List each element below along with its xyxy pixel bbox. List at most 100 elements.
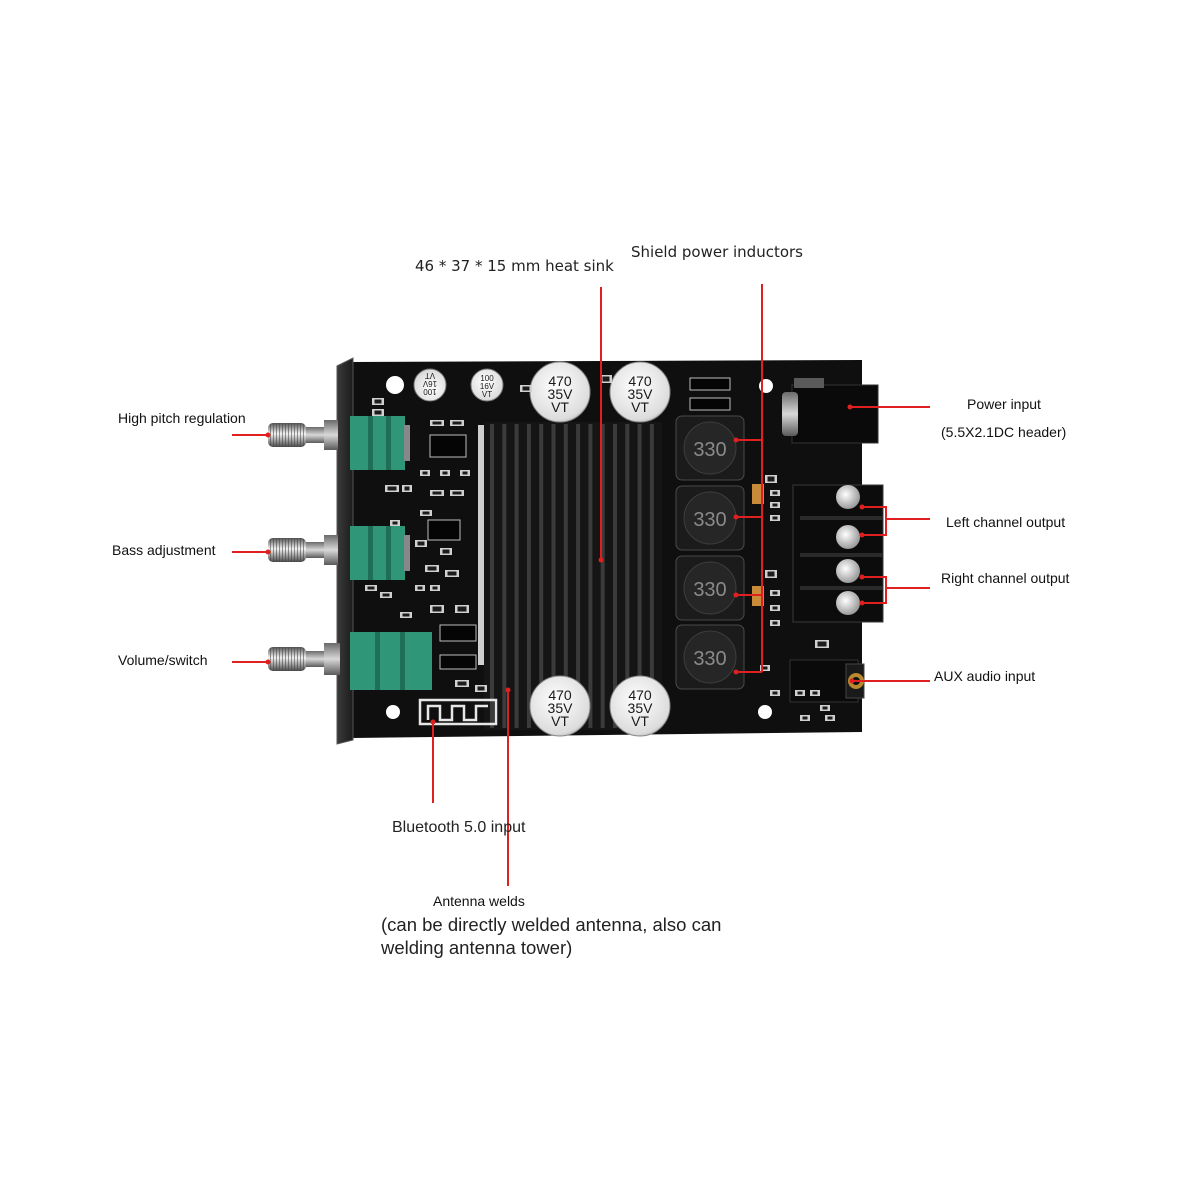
potentiometer-pins <box>404 425 410 461</box>
labels: 46 * 37 * 15 mm heat sink Shield power i… <box>112 243 1070 958</box>
smd-component-body <box>417 586 423 590</box>
heat-sink-fin <box>625 424 630 728</box>
capacitor-large-voltage: 35V <box>628 386 654 402</box>
bass-label: Bass adjustment <box>112 542 216 558</box>
pointer-dot <box>598 557 604 563</box>
knob-nut <box>324 643 340 675</box>
inductor: 330 <box>675 555 745 621</box>
pointer-dot <box>733 592 739 598</box>
ic-chip <box>429 434 467 458</box>
left-channel-label: Left channel output <box>946 514 1065 530</box>
smd-component-body <box>422 471 428 475</box>
knob-nut <box>324 420 338 450</box>
smd-component-body <box>367 586 375 590</box>
heat-sink-fin <box>649 424 654 728</box>
speaker-terminal-block <box>792 484 884 623</box>
mounting-hole <box>758 705 772 719</box>
potentiometer-volume <box>350 632 432 690</box>
smd-component-body <box>447 571 457 576</box>
inductor: 330 <box>675 415 745 481</box>
smd-component-body <box>452 421 462 425</box>
potentiometer-stripe <box>375 632 380 690</box>
knob-shaft <box>306 542 326 558</box>
potentiometer-stripe <box>400 632 405 690</box>
heat-sink-fin <box>613 424 617 728</box>
smd-component-body <box>442 471 448 475</box>
inductor: 330 <box>675 624 745 690</box>
smd-component-body <box>817 641 827 647</box>
bluetooth-antenna-trace <box>418 698 498 726</box>
smd-component-body <box>432 421 442 425</box>
smd-component-body <box>452 491 462 495</box>
smd-component-body <box>442 549 450 554</box>
pointer-dot <box>849 678 855 684</box>
dc-power-jack <box>782 378 879 444</box>
potentiometer-stripe <box>368 416 373 470</box>
inductors-label: Shield power inductors <box>631 243 803 261</box>
heat-sink-fin <box>637 424 642 728</box>
terminal-divider <box>800 516 883 520</box>
right-channel-bracket <box>862 576 930 604</box>
smd-component-body <box>477 686 485 691</box>
volume-label: Volume/switch <box>118 652 207 668</box>
smd-component-body <box>797 691 803 695</box>
capacitor-large-brand: VT <box>631 399 649 415</box>
pointer-dot <box>505 687 511 693</box>
smd-component-body <box>374 410 382 415</box>
smd-component-body <box>422 511 430 515</box>
capacitor-large-body <box>529 675 591 737</box>
smd-component-body <box>404 486 410 491</box>
potentiometer-treble <box>350 416 410 470</box>
ic-chip <box>689 377 731 391</box>
knob-grip-texture <box>268 423 306 447</box>
capacitor-small-brand: VT <box>482 390 492 399</box>
aux-label: AUX audio input <box>934 668 1035 684</box>
smd-component-body <box>374 399 382 404</box>
capacitor-large-value: 470 <box>548 687 572 703</box>
capacitor-large-value: 470 <box>548 373 572 389</box>
smd-component-body <box>772 503 778 507</box>
smd-component-body <box>767 571 775 577</box>
knob-volume <box>268 643 340 675</box>
capacitor-small-body <box>413 368 447 402</box>
ic-chip <box>439 624 477 642</box>
heat-sink-fin <box>514 424 519 728</box>
amplifier-board: 100 16V VT 100 16V VT 470 35V VT 470 35V… <box>268 357 884 745</box>
antenna-label: Antenna welds <box>433 893 525 909</box>
knob-nut <box>324 535 338 565</box>
terminal-screw <box>836 485 860 509</box>
heat-sink-fin <box>576 424 581 728</box>
inductor-core <box>683 561 737 615</box>
power-input-label: Power input <box>967 396 1041 412</box>
mounting-hole <box>386 705 400 719</box>
front-panel <box>336 357 354 745</box>
left-channel-bracket <box>862 506 930 536</box>
smd-component-body <box>387 486 397 491</box>
smd-component-body <box>522 386 530 391</box>
mounting-hole <box>386 376 404 394</box>
power-input-note: (5.5X2.1DC header) <box>941 424 1066 440</box>
capacitor-large-value: 470 <box>628 373 652 389</box>
capacitor-small-body <box>470 368 504 402</box>
dc-jack-body <box>791 384 879 444</box>
capacitor-small-value: 100 <box>423 387 437 396</box>
capacitor-large-body <box>609 361 671 423</box>
capacitor-large-body <box>609 675 671 737</box>
inductor-core <box>683 630 737 684</box>
smd-component-body <box>762 666 768 670</box>
antenna-note-line1: (can be directly welded antenna, also ca… <box>381 914 721 935</box>
pointer-dot <box>265 549 271 555</box>
capacitor-large-value: 470 <box>628 687 652 703</box>
pointer-dot <box>859 600 865 606</box>
pointer-dot <box>859 532 865 538</box>
capacitor-large: 470 35V VT <box>529 361 591 423</box>
inductor-value: 330 <box>693 648 726 670</box>
smd-component-body <box>602 376 610 382</box>
inductor-value: 330 <box>693 579 726 601</box>
capacitor-small: 100 16V VT <box>413 368 447 402</box>
heat-sink-fin <box>490 424 494 728</box>
heat-sink-fin <box>551 424 556 728</box>
terminal-divider <box>800 586 883 590</box>
heat-sink-fin <box>600 424 605 728</box>
potentiometer-stripe <box>386 526 391 580</box>
